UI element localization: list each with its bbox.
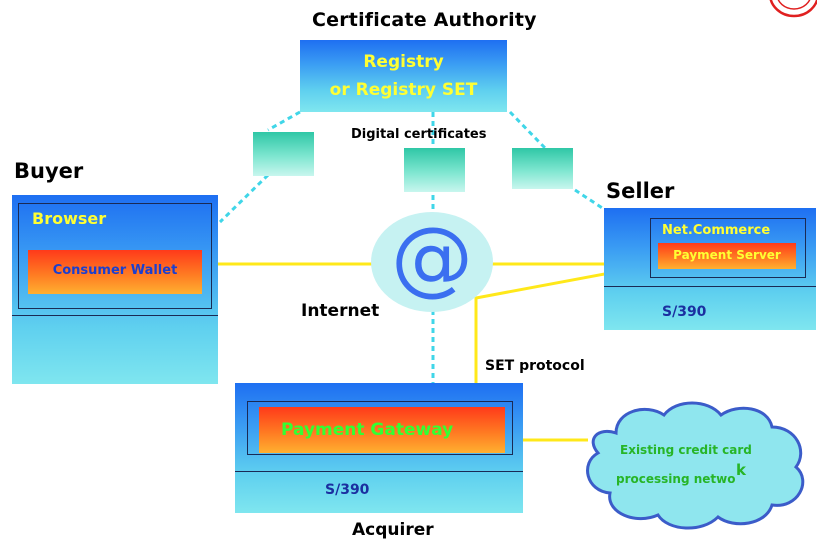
network-label-line1: Existing credit card [620, 443, 752, 457]
acquirer-gateway-frame [247, 401, 513, 455]
certificate-center [404, 148, 465, 192]
buyer-divider [12, 315, 218, 316]
buyer-computer: Browser Consumer Wallet [12, 195, 218, 384]
set-protocol-label: SET protocol [485, 358, 585, 374]
acquirer-server: Payment Gateway S/390 [235, 383, 523, 513]
consumer-wallet-label: Consumer Wallet [52, 263, 178, 278]
certificate-left [253, 132, 314, 176]
seller-commerce-frame [650, 218, 806, 278]
ca-box: Registry or Registry SET [300, 40, 507, 112]
ca-title: Certificate Authority [312, 9, 537, 31]
ca-registry-label: Registry [363, 52, 444, 72]
ca-registry-set-label: or Registry SET [329, 80, 478, 100]
cert-left-to-buyer-link [218, 173, 270, 224]
ca-to-cert-right-link [508, 110, 547, 150]
payment-gateway-label: Payment Gateway [281, 420, 454, 440]
buyer-title: Buyer [14, 159, 84, 183]
ca-to-cert-left-link [267, 110, 301, 132]
internet-cloud [371, 212, 493, 312]
internet-label: Internet [301, 301, 380, 321]
payment-server: Payment Server [658, 243, 796, 269]
acquirer-divider [235, 471, 523, 472]
buyer-browser-frame [18, 203, 212, 309]
consumer-wallet: Consumer Wallet [28, 250, 202, 294]
net-commerce-label: Net.Commerce [662, 223, 771, 238]
corner-stamp-icon [769, 0, 817, 18]
seller-title: Seller [606, 179, 675, 203]
certificate-right [512, 148, 573, 189]
network-label-tail: k [736, 461, 746, 479]
acquirer-title: Acquirer [352, 520, 434, 540]
seller-server: Net.Commerce Payment Server S/390 [604, 208, 816, 330]
digital-certificates-label: Digital certificates [351, 127, 487, 142]
processing-network-cloud [586, 401, 805, 530]
network-label-line2: processing netwo [616, 472, 736, 486]
internet-at-symbol: @ [391, 210, 473, 305]
browser-label: Browser [32, 209, 107, 228]
payment-server-to-gateway-connection [474, 262, 659, 408]
payment-gateway: Payment Gateway [259, 407, 505, 453]
seller-platform-label: S/390 [662, 304, 707, 320]
acquirer-platform-label: S/390 [325, 482, 370, 498]
payment-server-label: Payment Server [673, 248, 781, 262]
seller-divider [604, 286, 816, 287]
